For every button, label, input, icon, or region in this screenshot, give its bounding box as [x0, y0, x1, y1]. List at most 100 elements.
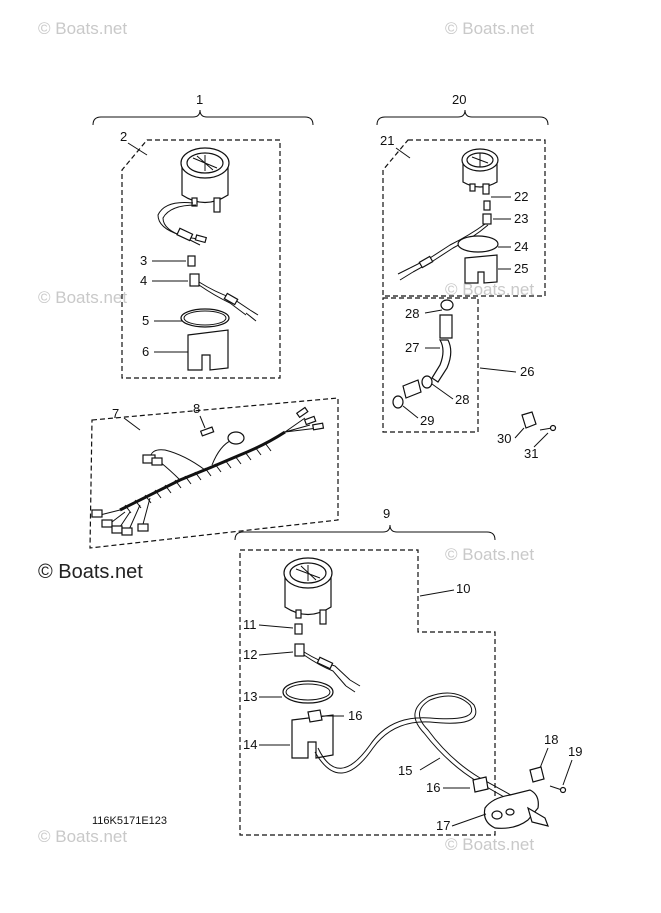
leader-30 [514, 427, 525, 439]
leader-7 [123, 417, 141, 431]
callout-30: 30 [497, 431, 511, 446]
callout-4: 4 [140, 273, 147, 288]
harness-cable [91, 406, 325, 536]
group-20-trim-meter: 20 21 22 23 24 25 26 [376, 92, 557, 461]
part-6-bracket [187, 329, 229, 371]
leader-10 [419, 589, 455, 597]
part-12-socket [294, 643, 361, 693]
watermark-group: © Boats.net © Boats.net © Boats.net © Bo… [38, 19, 534, 854]
group-1-tachometer: 1 2 3 4 5 6 [92, 92, 314, 379]
part-14-bracket [291, 714, 334, 759]
callout-1: 1 [196, 92, 203, 107]
part-22-bulb [483, 200, 491, 211]
part-16-clamp-lower [472, 776, 489, 793]
part-3-bulb [187, 255, 196, 267]
callout-10: 10 [456, 581, 470, 596]
part-29-fitting [392, 379, 422, 409]
bracket-1 [92, 109, 314, 126]
callout-12: 12 [243, 647, 257, 662]
callout-21: 21 [380, 133, 394, 148]
group-9-speedometer: 9 10 11 12 13 14 16 [234, 506, 582, 836]
watermark-top-right: © Boats.net [445, 19, 534, 38]
bracket-20 [376, 109, 549, 126]
leader-2 [127, 142, 148, 156]
leader-28b [431, 383, 454, 400]
part-16-clamp-upper [307, 709, 323, 723]
dashed-box-10 [239, 549, 496, 836]
leader-11 [258, 624, 294, 629]
part-4-socket [189, 273, 259, 322]
part-28-nut-lower [421, 375, 433, 389]
callout-2: 2 [120, 129, 127, 144]
part-27-tube [431, 339, 452, 383]
leader-8 [199, 415, 206, 429]
tachometer-gauge [180, 147, 230, 213]
callout-29: 29 [420, 413, 434, 428]
leader-26 [479, 367, 517, 373]
callout-28b: 28 [455, 392, 469, 407]
callout-7: 7 [112, 406, 119, 421]
callout-26: 26 [520, 364, 534, 379]
part-11-bulb [294, 623, 303, 635]
leader-31 [533, 432, 549, 448]
part-15-cable [317, 695, 521, 801]
part-27-tube-upper [439, 314, 453, 339]
leader-19 [562, 759, 573, 786]
callout-16b: 16 [426, 780, 440, 795]
callout-14: 14 [243, 737, 257, 752]
callout-22: 22 [514, 189, 528, 204]
callout-15: 15 [398, 763, 412, 778]
dashed-box-7 [89, 397, 339, 549]
callout-28a: 28 [405, 306, 419, 321]
callout-24: 24 [514, 239, 528, 254]
callout-20: 20 [452, 92, 466, 107]
leader-12 [258, 651, 294, 656]
bracket-9 [234, 524, 496, 541]
part-5-o-ring [180, 308, 230, 328]
speedometer-gauge [283, 557, 333, 625]
watermark-top-left: © Boats.net [38, 19, 127, 38]
callout-6: 6 [142, 344, 149, 359]
trim-gauge [461, 148, 499, 195]
callout-9: 9 [383, 506, 390, 521]
part-28-nut-upper [440, 299, 454, 311]
callout-16a: 16 [348, 708, 362, 723]
leader-28a [424, 309, 443, 314]
part-17-pitot [483, 789, 549, 829]
leader-18 [539, 747, 549, 769]
callout-27: 27 [405, 340, 419, 355]
watermark-lower-right: © Boats.net [445, 545, 534, 564]
callout-18: 18 [544, 732, 558, 747]
part-24-o-ring [457, 235, 499, 253]
leader-29 [402, 405, 419, 419]
part-25-bracket [464, 254, 498, 284]
watermark-mid-right: © Boats.net [445, 280, 534, 299]
watermark-bottom-left: © Boats.net [38, 827, 127, 846]
dashed-box-2 [121, 139, 281, 379]
leader-15 [419, 757, 441, 771]
callout-19: 19 [568, 744, 582, 759]
part-30-clamp [521, 411, 537, 429]
callout-17: 17 [436, 818, 450, 833]
watermark-large-left: © Boats.net [38, 561, 143, 583]
dashed-box-26 [382, 297, 479, 433]
drawing-code: 116K5171E123 [92, 815, 167, 827]
watermark-bottom-right: © Boats.net [445, 835, 534, 854]
callout-25: 25 [514, 261, 528, 276]
group-7-harness: 7 8 [89, 397, 339, 549]
leader-21 [395, 147, 411, 159]
callout-8: 8 [193, 401, 200, 416]
callout-31: 31 [524, 446, 538, 461]
part-8-fuse [199, 426, 215, 437]
callout-23: 23 [514, 211, 528, 226]
callout-11: 11 [243, 617, 257, 632]
callout-13: 13 [243, 689, 257, 704]
dashed-box-21 [382, 139, 546, 297]
part-13-o-ring [282, 680, 334, 704]
part-18-clamp [529, 766, 545, 783]
leader-17 [451, 813, 487, 827]
callout-3: 3 [140, 253, 147, 268]
watermark-mid-left: © Boats.net [38, 288, 127, 307]
callout-5: 5 [142, 313, 149, 328]
